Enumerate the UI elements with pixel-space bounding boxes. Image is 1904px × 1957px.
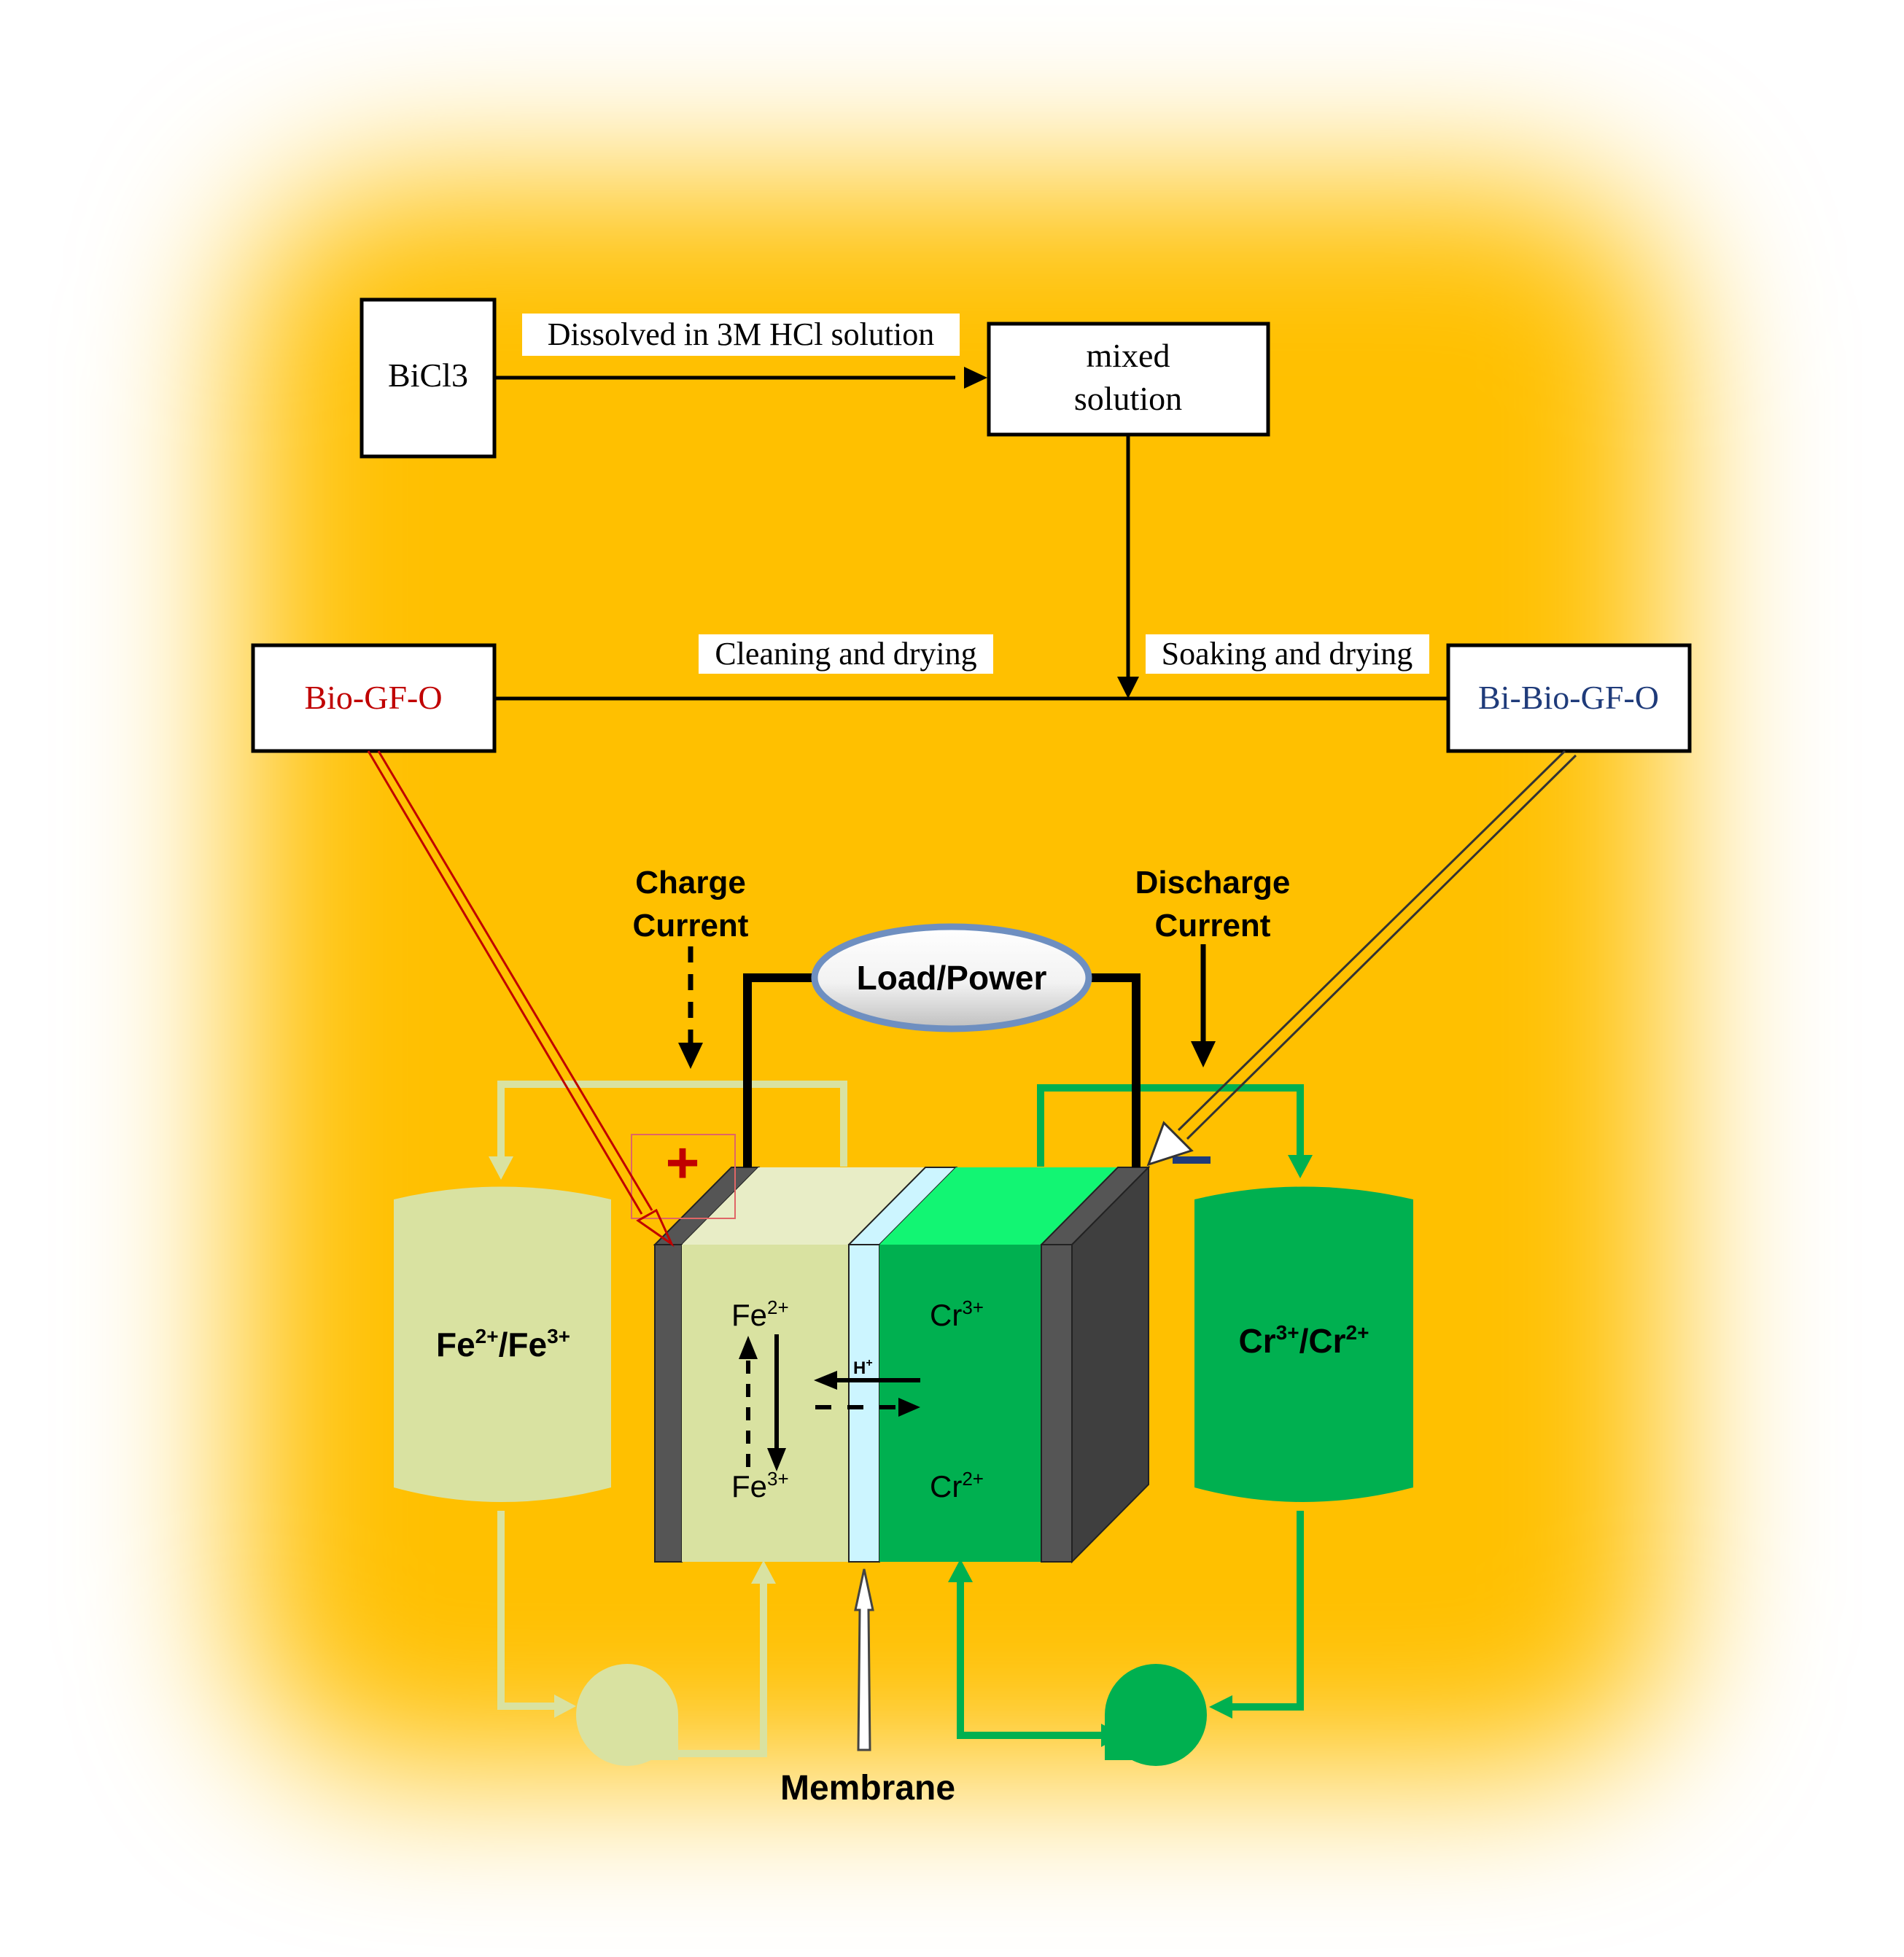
pale-pump — [576, 1664, 678, 1766]
bio-gf-o-box — [251, 643, 497, 753]
arrow-head — [767, 1448, 786, 1471]
bi-bio-gf-o-label: Bi-Bio-GF-O — [1478, 679, 1659, 716]
arrow-head — [739, 1336, 758, 1359]
flowchart: BiCl3 Dissolved in 3M HCl solution mixed… — [251, 297, 1692, 753]
fe3-label: Fe3+ — [731, 1468, 789, 1503]
charge-label-line2: Current — [633, 908, 749, 944]
discharge-arrow-head — [1191, 1041, 1216, 1067]
minus-sign-bar — [1173, 1156, 1211, 1164]
bicl3-label: BiCl3 — [388, 357, 468, 394]
arrow-head — [964, 367, 987, 389]
circuit-wire — [1089, 973, 1141, 1167]
bi-bio-gf-o-box — [1446, 643, 1692, 753]
mixed-label-line1: mixed — [1087, 337, 1170, 374]
fe2-label: Fe2+ — [731, 1296, 789, 1332]
pale-arrow-head — [751, 1560, 776, 1584]
proton-label: H+ — [853, 1357, 873, 1378]
mixed-label-line2: solution — [1074, 380, 1182, 417]
right-electrode — [1041, 1244, 1073, 1563]
membrane-strip — [848, 1244, 880, 1563]
cr3-label: Cr3+ — [930, 1296, 984, 1332]
left-electrode — [654, 1244, 683, 1563]
discharge-label-line2: Current — [1155, 908, 1271, 944]
green-arrow-head — [1288, 1155, 1313, 1178]
arrow-head — [814, 1371, 837, 1390]
green-arrow-head — [1209, 1695, 1232, 1719]
arrow-head — [1117, 677, 1139, 699]
bi-bio-gf-o-pointer — [1146, 750, 1577, 1167]
pale-arrow-head — [489, 1156, 513, 1180]
fe-tank — [394, 1186, 611, 1502]
arrow-head — [898, 1398, 920, 1417]
charge-label-line1: Charge — [635, 865, 746, 900]
cr2-label: Cr2+ — [930, 1468, 984, 1503]
plus-sign: + — [666, 1130, 700, 1195]
cr-tank-label: Cr3+/Cr2+ — [1239, 1321, 1369, 1360]
membrane-label: Membrane — [780, 1769, 955, 1808]
green-pump — [1105, 1664, 1207, 1766]
bio-gf-o-label: Bio-GF-O — [304, 679, 442, 716]
dissolved-label-bg — [522, 314, 960, 356]
mixed-solution-box — [987, 322, 1270, 437]
membrane-pointer — [854, 1568, 874, 1751]
pale-arrow-head — [554, 1695, 576, 1718]
flow-battery: Load/Power + − Charge Current Discharge … — [367, 750, 1577, 1808]
charge-arrow-head — [678, 1043, 703, 1069]
bio-gf-o-pointer — [367, 750, 675, 1248]
positive-compartment — [682, 1245, 849, 1562]
soaking-label: Soaking and drying — [1162, 636, 1413, 672]
discharge-label-line1: Discharge — [1135, 865, 1291, 900]
green-arrow-head — [948, 1559, 973, 1582]
circuit-wire — [743, 973, 815, 1167]
cell-top-pale — [682, 1167, 925, 1245]
load-power-label: Load/Power — [857, 959, 1047, 997]
cleaning-label: Cleaning and drying — [715, 636, 976, 672]
dark-green-circuit — [957, 1084, 1304, 1739]
cleaning-label-bg — [699, 634, 993, 674]
soaking-label-bg — [1146, 634, 1429, 674]
cr-tank — [1194, 1186, 1413, 1502]
cell-top-green — [879, 1167, 1118, 1245]
fe-tank-label: Fe2+/Fe3+ — [436, 1325, 570, 1363]
pale-green-circuit — [497, 1081, 847, 1757]
load-power-oval — [811, 923, 1092, 1032]
dissolved-label: Dissolved in 3M HCl solution — [548, 316, 935, 352]
